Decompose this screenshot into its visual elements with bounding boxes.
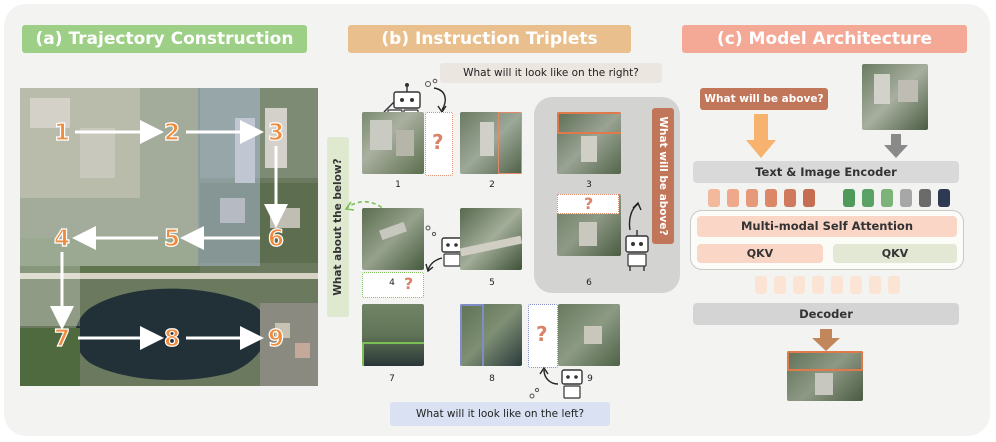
qkv-image: QKV	[833, 244, 957, 263]
question-below-label: What about the below?	[327, 137, 349, 317]
question-mark: ?	[584, 194, 594, 213]
qkv-text: QKV	[697, 244, 823, 263]
text-image-encoder: Text & Image Encoder	[693, 161, 959, 183]
self-attention-layer: Multi-modal Self Attention	[697, 216, 957, 237]
question-mark: ?	[404, 274, 414, 293]
tile-9-placeholder	[528, 304, 558, 368]
tile-label: 1	[395, 180, 401, 190]
trajectory-point: 1	[54, 120, 70, 146]
trajectory-point: 8	[164, 326, 180, 352]
text-token	[746, 189, 758, 207]
output-token	[812, 276, 824, 294]
text-token	[708, 189, 720, 207]
tile-label: 8	[489, 374, 495, 384]
trajectory-point: 5	[164, 226, 180, 252]
tile-label: 5	[489, 278, 495, 288]
panel-b-title: (b) Instruction Triplets	[348, 25, 631, 53]
text-token	[803, 189, 815, 207]
robot-icon	[529, 366, 583, 399]
down-arrow-icon	[884, 134, 908, 158]
tile-5	[460, 208, 522, 270]
tile-8	[460, 304, 522, 366]
input-image	[862, 64, 928, 130]
image-token	[862, 189, 874, 207]
tile-label: 4	[389, 278, 395, 288]
down-arrow-icon	[746, 114, 776, 158]
image-token	[938, 189, 950, 207]
output-token	[793, 276, 805, 294]
trajectory-map: 1 2 3 4 5 6 7 8 9	[20, 88, 318, 386]
tile-3	[557, 112, 621, 174]
output-token	[869, 276, 881, 294]
tile-9	[558, 304, 620, 366]
trajectory-point: 4	[54, 226, 70, 252]
trajectory-point: 6	[268, 226, 284, 252]
trajectory-point: 9	[268, 326, 284, 352]
tile-label: 7	[389, 374, 395, 384]
text-token	[727, 189, 739, 207]
trajectory-point: 3	[268, 120, 284, 146]
question-right-bubble: What will it look like on the right?	[440, 63, 662, 83]
panel-a-title: (a) Trajectory Construction	[22, 25, 307, 53]
output-token	[755, 276, 767, 294]
dashed-arrow-icon	[344, 200, 388, 213]
trajectory-point: 2	[164, 120, 180, 146]
output-token	[850, 276, 862, 294]
image-token	[843, 189, 855, 207]
tile-4-placeholder	[362, 272, 424, 298]
tile-6	[557, 194, 621, 256]
panel-c-title: (c) Model Architecture	[682, 25, 967, 53]
image-token	[881, 189, 893, 207]
robot-icon	[625, 201, 649, 271]
curved-arrow-icon	[433, 87, 447, 114]
question-above-label: What will be above?	[652, 108, 674, 244]
output-token	[774, 276, 786, 294]
down-arrow-icon	[812, 329, 840, 351]
tile-4	[362, 208, 424, 270]
tile-1-placeholder	[425, 112, 453, 176]
trajectory-point: 7	[54, 326, 70, 352]
query-bubble: What will be above?	[700, 88, 828, 110]
image-token	[919, 189, 931, 207]
decoder-block: Decoder	[693, 303, 959, 325]
tile-1	[362, 112, 424, 174]
text-token	[784, 189, 796, 207]
tile-label: 3	[586, 180, 592, 190]
tile-label: 2	[489, 180, 495, 190]
question-mark: ?	[536, 322, 548, 346]
tile-2	[460, 112, 522, 174]
tile-label: 6	[586, 278, 592, 288]
question-mark: ?	[432, 130, 444, 154]
output-token	[888, 276, 900, 294]
tile-label: 9	[587, 374, 593, 384]
output-token	[831, 276, 843, 294]
question-left-bubble: What will it look like on the left?	[390, 402, 610, 426]
text-token	[765, 189, 777, 207]
output-image	[787, 351, 863, 401]
tile-7	[362, 304, 424, 366]
image-token	[900, 189, 912, 207]
